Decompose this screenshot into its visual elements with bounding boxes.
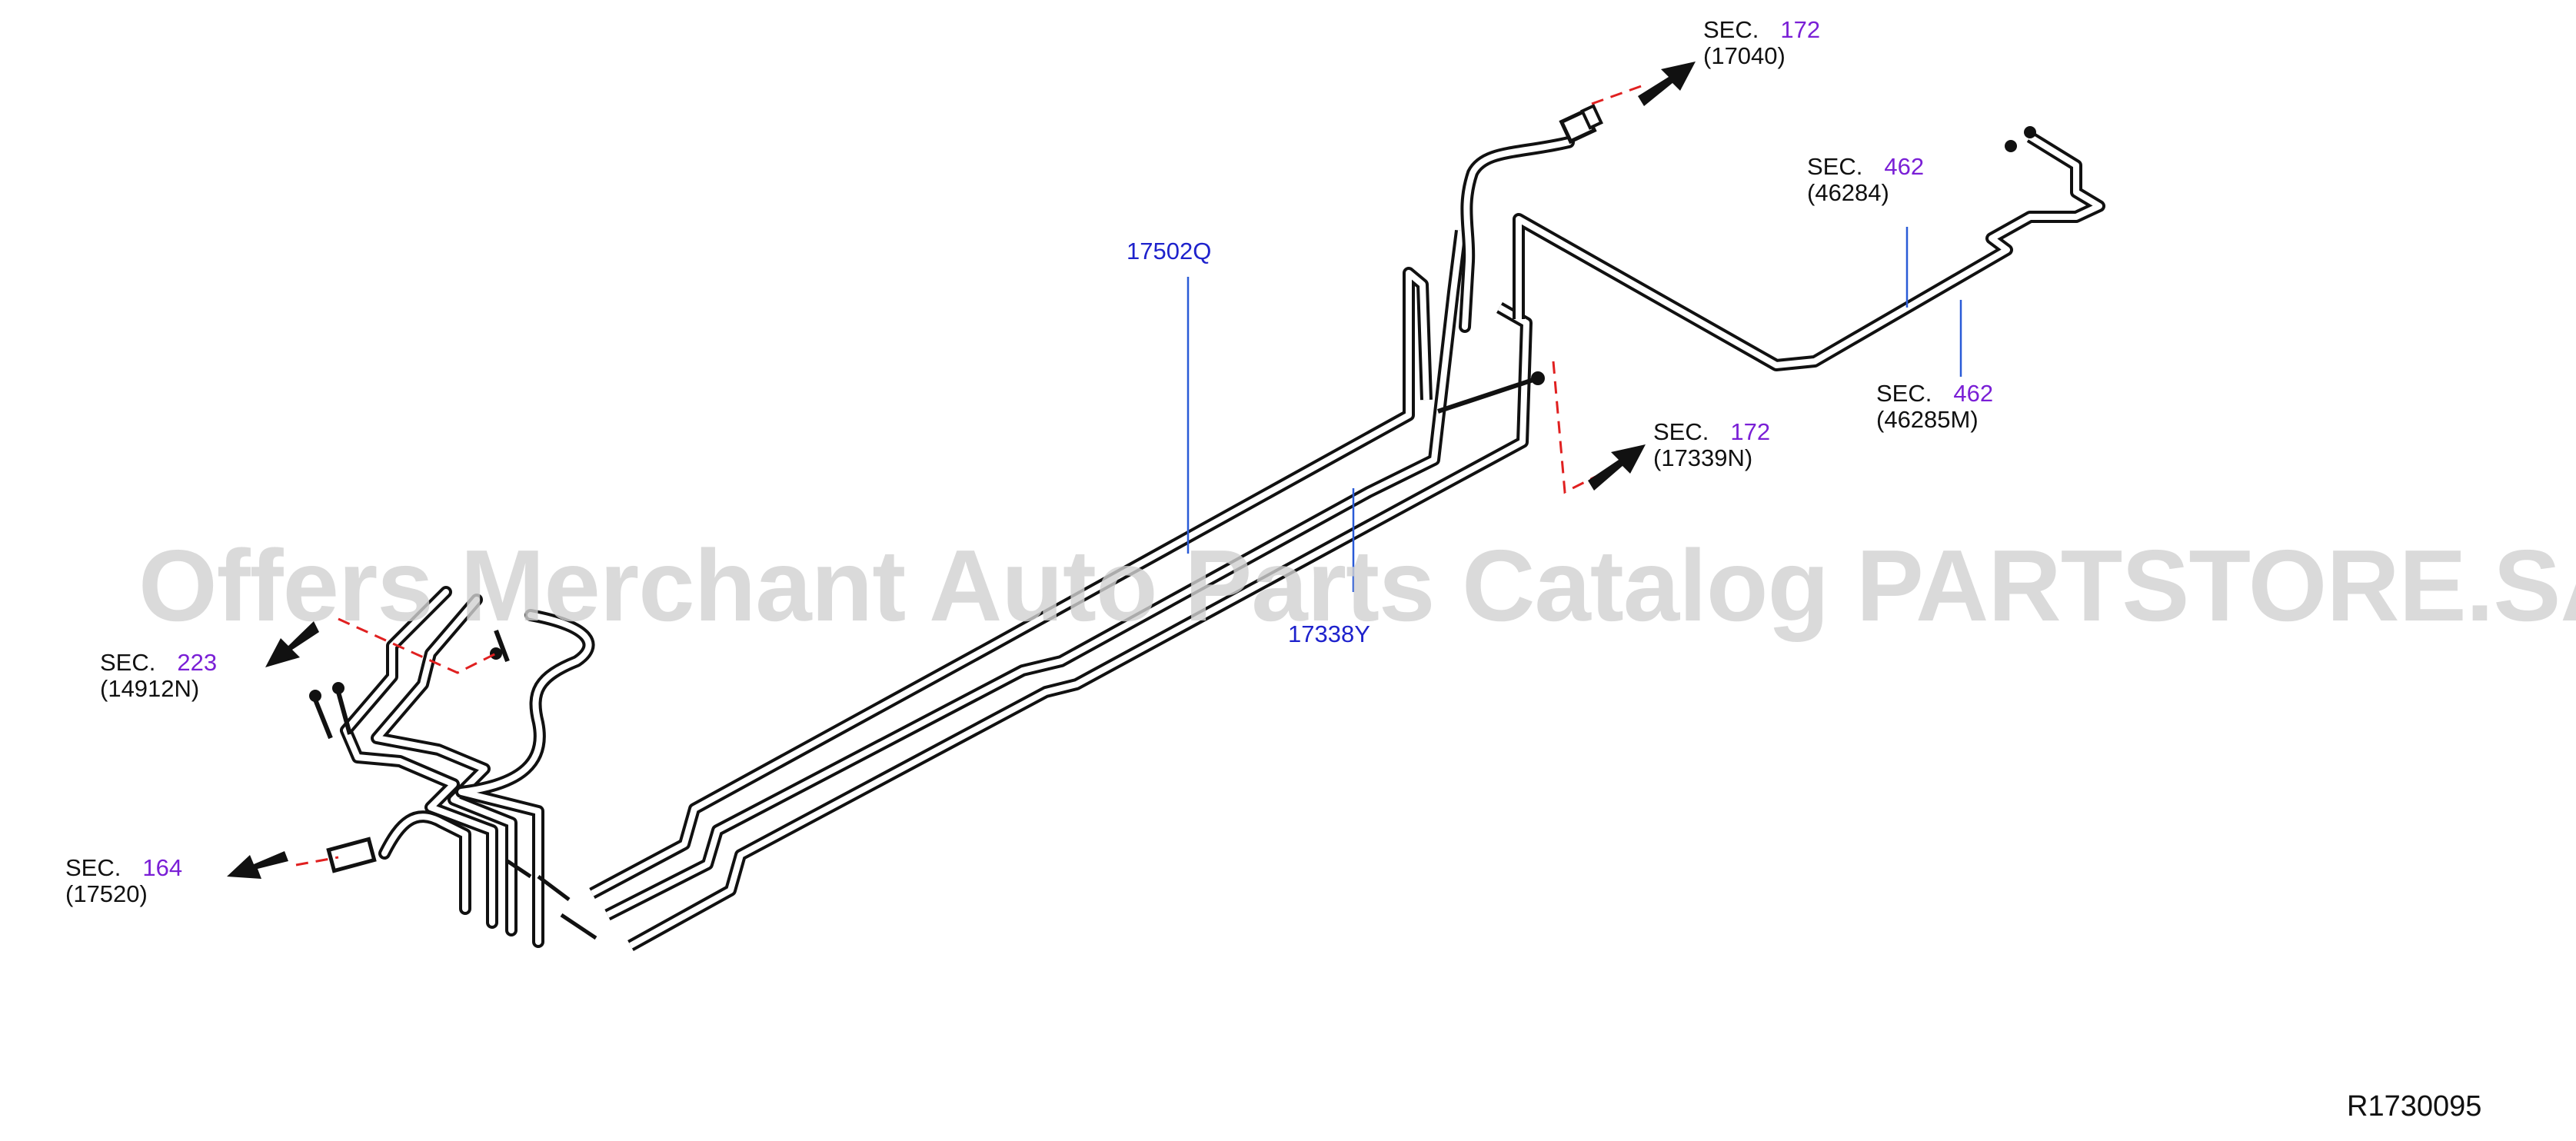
callout-prefix: SEC. [1807, 153, 1863, 180]
leader-lines [1186, 227, 1962, 592]
main-fuel-tube-bundle-inner [591, 230, 1529, 949]
connector-17520 [326, 837, 377, 873]
arrow-icon-sec172-17040 [1638, 62, 1696, 106]
section-number[interactable]: 164 [142, 854, 183, 881]
part-label-17338y[interactable]: 17338Y [1288, 620, 1370, 647]
section-number[interactable]: 223 [177, 649, 218, 676]
callout-sec164-17520: SEC. 164 (17520) [65, 854, 183, 908]
section-number[interactable]: 462 [1953, 380, 1994, 407]
part-label-17502q[interactable]: 17502Q [1127, 238, 1212, 264]
callout-ref: (17520) [65, 880, 148, 908]
callout-prefix: SEC. [65, 854, 121, 881]
callout-sec172-17040: SEC. 172 (17040) [1703, 16, 1821, 70]
figure-id: R1730095 [2347, 1090, 2482, 1123]
watermark: Offers Merchant Auto Parts Catalog PARTS… [138, 529, 2576, 642]
callout-prefix: SEC. [1703, 16, 1759, 43]
tube-clips [506, 859, 597, 940]
vent-tube-short [1437, 376, 1539, 414]
arrow-icon-sec164 [227, 851, 288, 879]
tube-end-dot [490, 647, 502, 660]
section-number[interactable]: 172 [1730, 418, 1771, 445]
callout-sec223-14912n: SEC. 223 (14912N) [100, 649, 218, 703]
callout-prefix: SEC. [100, 649, 156, 676]
tube-end-dot [1531, 371, 1545, 385]
section-number[interactable]: 462 [1884, 153, 1925, 180]
arrow-icon-sec172-17339n [1588, 444, 1646, 491]
tube-end-dot [2005, 140, 2017, 152]
direction-arrows [227, 62, 1696, 879]
upper-feed-tube [1459, 136, 1575, 333]
tube-end-dot [332, 682, 344, 694]
tube-end-dot [2024, 126, 2036, 138]
callout-sec462-46284: SEC. 462 (46284) [1807, 153, 1925, 207]
callout-prefix: SEC. [1876, 380, 1932, 407]
callout-sec172-17339n: SEC. 172 (17339N) [1653, 418, 1771, 472]
tube-fittings-left [313, 629, 510, 740]
connector-17040 [1559, 104, 1603, 145]
dashed-reference-lines [295, 83, 1646, 867]
callout-ref: (17040) [1703, 42, 1786, 70]
arrow-icon-sec223 [265, 621, 319, 667]
rear-tube-right [1513, 131, 2105, 371]
tube-end-dot [309, 690, 321, 702]
callout-ref: (46284) [1807, 179, 1889, 207]
callout-sec462-46285m: SEC. 462 (46285M) [1876, 380, 1994, 434]
section-number[interactable]: 172 [1780, 16, 1821, 43]
callout-ref: (14912N) [100, 675, 200, 703]
callout-prefix: SEC. [1653, 418, 1709, 445]
callout-ref: (17339N) [1653, 444, 1753, 472]
engine-side-tubes [340, 586, 595, 948]
callout-ref: (46285M) [1876, 406, 1979, 434]
